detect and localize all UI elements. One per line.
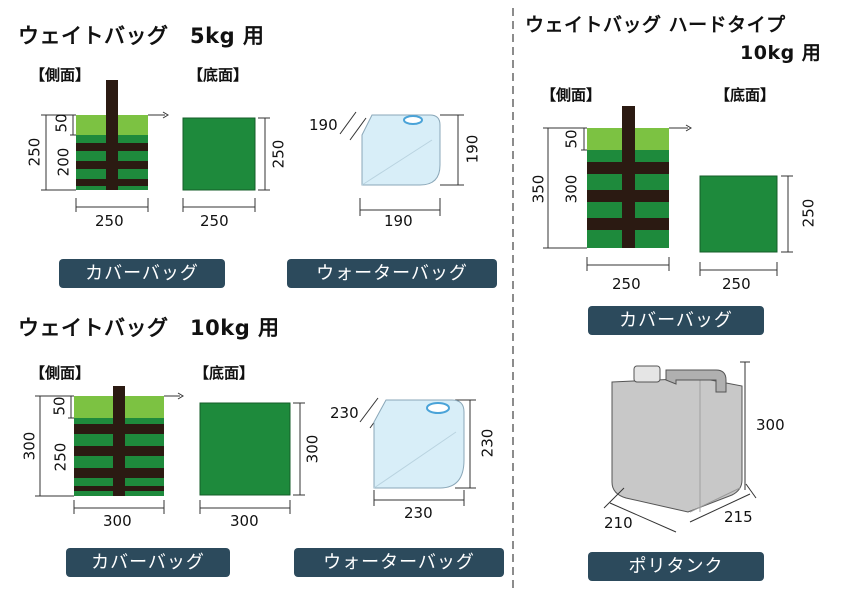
water-bag-5kg-label: ウォーターバッグ xyxy=(287,259,497,288)
bag-hard-side xyxy=(587,106,692,248)
dim-10kg-total-h: 300 xyxy=(20,431,39,461)
dim-hard-bottom-h: 250 xyxy=(799,198,818,228)
dim-5kg-width: 250 xyxy=(95,212,124,230)
dim-5kg-top-h: 50 xyxy=(52,113,71,133)
dim-10kg-width: 300 xyxy=(103,512,132,530)
title-hard-line1: ウェイトバッグ ハードタイプ xyxy=(525,14,786,36)
bag-hard-bottom xyxy=(699,175,778,253)
dim-5kg-body-h: 200 xyxy=(54,147,73,177)
dim-hard-width: 250 xyxy=(612,275,641,293)
poly-tank xyxy=(603,361,757,533)
dim-5kg-total-h: 250 xyxy=(25,137,44,167)
tank-depth-dim: 210 xyxy=(604,514,633,532)
side-label-5kg: 【側面】 xyxy=(30,66,91,84)
dim-hard-body-h: 300 xyxy=(562,174,581,204)
dim-lines-hard xyxy=(543,127,793,276)
bottom-label-hard: 【底面】 xyxy=(715,86,776,104)
dim-5kg-tank-top: 190 xyxy=(309,116,338,134)
dim-10kg-body-h: 250 xyxy=(51,442,70,472)
side-label-10kg: 【側面】 xyxy=(30,364,91,382)
cover-bag-hard-label: カバーバッグ xyxy=(588,306,764,335)
bag-5kg-bottom xyxy=(182,117,256,191)
bag-10kg-bottom xyxy=(199,402,291,496)
dim-hard-top-h: 50 xyxy=(562,129,581,149)
cover-bag-10kg-label: カバーバッグ xyxy=(66,548,230,577)
dim-5kg-tank-w: 190 xyxy=(384,212,413,230)
water-bag-5kg xyxy=(361,114,441,186)
water-bag-10kg xyxy=(373,399,465,489)
title-5kg: ウェイトバッグ 5kg 用 xyxy=(18,24,265,48)
bag-10kg-side xyxy=(74,386,184,496)
title-10kg: ウェイトバッグ 10kg 用 xyxy=(18,316,280,340)
side-label-hard: 【側面】 xyxy=(541,86,602,104)
dim-10kg-bottom-h: 300 xyxy=(303,434,322,464)
dim-hard-total-h: 350 xyxy=(529,174,548,204)
dim-10kg-tank-top: 230 xyxy=(330,404,359,422)
dim-10kg-top-h: 50 xyxy=(50,396,69,416)
bag-5kg-side xyxy=(76,80,169,190)
tank-width-dim: 215 xyxy=(724,508,753,526)
dim-10kg-tank-w: 230 xyxy=(404,504,433,522)
dim-10kg-bottom-w: 300 xyxy=(230,512,259,530)
dim-5kg-bottom-h: 250 xyxy=(269,139,288,169)
cover-bag-5kg-label: カバーバッグ xyxy=(59,259,225,288)
bottom-label-5kg: 【底面】 xyxy=(188,66,249,84)
dim-hard-bottom-w: 250 xyxy=(722,275,751,293)
dim-5kg-tank-h: 190 xyxy=(463,134,482,164)
dim-lines-5kg xyxy=(41,111,464,216)
dim-5kg-bottom-w: 250 xyxy=(200,212,229,230)
poly-tank-label: ポリタンク xyxy=(588,552,764,581)
water-bag-10kg-label: ウォーターバッグ xyxy=(294,548,504,577)
dim-10kg-tank-h: 230 xyxy=(478,428,497,458)
title-hard-line2: 10kg 用 xyxy=(740,42,822,64)
tank-height-dim: 300 xyxy=(756,416,785,434)
bottom-label-10kg: 【底面】 xyxy=(194,364,255,382)
